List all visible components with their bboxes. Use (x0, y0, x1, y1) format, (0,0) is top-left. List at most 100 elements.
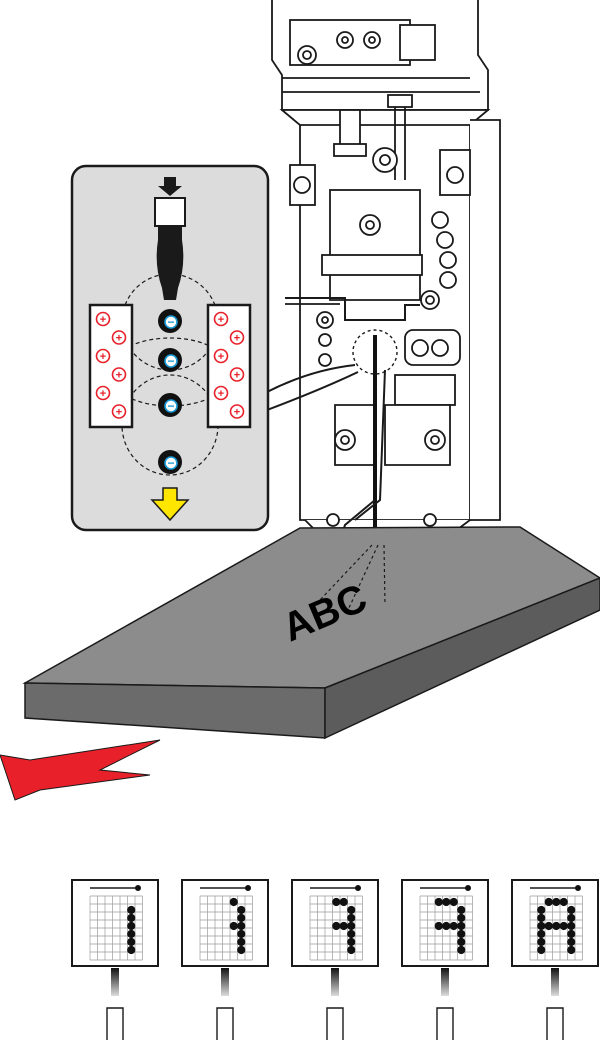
matrix-dot (559, 921, 568, 931)
matrix-dot (332, 897, 341, 907)
matrix-dot (457, 945, 466, 955)
negative-charge-icon (164, 399, 178, 413)
matrix-dot (537, 905, 546, 915)
ink-jet-stem (551, 968, 559, 996)
matrix-dot (537, 921, 546, 931)
positive-charge-icon: + (111, 330, 127, 345)
matrix-dot (347, 929, 356, 939)
matrix-dot (237, 913, 246, 923)
charged-droplets: −−−− (158, 309, 182, 474)
positive-charge-symbol: + (218, 388, 224, 400)
positive-charge-icon: + (111, 404, 127, 419)
matrix-dot (559, 897, 568, 907)
substrate (22, 526, 600, 740)
positive-charge-symbol: + (100, 351, 106, 363)
positive-charge-icon: + (95, 311, 111, 327)
substrate-side (324, 577, 600, 740)
matrix-dot (567, 921, 576, 931)
matrix-dot (332, 921, 341, 931)
dot-matrix-step-5 (511, 879, 599, 1040)
matrix-dot (567, 929, 576, 939)
matrix-dot (544, 921, 553, 931)
trajectory-lines (319, 544, 386, 611)
ink-jet-stem (111, 968, 119, 996)
matrix-dot (457, 913, 466, 923)
matrix-dot (347, 921, 356, 931)
positive-charge-icon: + (213, 385, 229, 401)
positive-charge-icon: + (111, 367, 127, 382)
negative-charge-icon (164, 456, 178, 470)
negative-charge-icon (164, 354, 178, 368)
positive-charge-symbol: + (116, 407, 122, 419)
matrix-dot (237, 905, 246, 915)
matrix-dot (567, 937, 576, 947)
left-charge-plate: + + + + + + (88, 303, 134, 429)
positive-charge-icon: + (229, 330, 245, 345)
ink-jet-stem (221, 968, 229, 996)
matrix-dot (567, 913, 576, 923)
matrix-dot (434, 921, 443, 931)
matrix-dot (567, 945, 576, 955)
positive-charge-icon: + (213, 311, 229, 327)
matrix-dot (442, 921, 451, 931)
negative-charge-symbol: − (167, 354, 174, 368)
nozzle-outline (216, 1007, 234, 1040)
matrix-dot (347, 913, 356, 923)
pressure-arrow-icon (158, 177, 182, 196)
positive-charge-symbol: + (234, 333, 240, 345)
gutter-tube (354, 369, 386, 521)
ink-jet-stem (331, 968, 339, 996)
matrix-dot (127, 913, 136, 923)
positive-charge-icon: + (213, 348, 229, 364)
matrix-dot (127, 921, 136, 931)
matrix-dot (457, 929, 466, 939)
positive-charge-symbol: + (116, 333, 122, 345)
down-arrow-icon (150, 487, 190, 522)
matrix-dot (537, 945, 546, 955)
positive-charge-symbol: + (218, 351, 224, 363)
dot-matrix-step-1 (71, 879, 159, 1040)
matrix-dot (339, 921, 348, 931)
right-charge-plate: + + + + + + (206, 303, 252, 429)
matrix-dot (347, 937, 356, 947)
matrix-dot (552, 897, 561, 907)
matrix-dot (537, 929, 546, 939)
charged-droplet: − (158, 393, 182, 417)
positive-charge-icon: + (95, 385, 111, 401)
print-head-machine (271, 0, 501, 571)
positive-charge-symbol: + (218, 314, 224, 326)
dot-matrix-step-4 (401, 879, 489, 1040)
positive-charge-symbol: + (234, 370, 240, 382)
positive-charge-symbol: + (100, 314, 106, 326)
detail-focus-circle (352, 329, 398, 375)
nozzle-outline (326, 1007, 344, 1040)
positive-charge-symbol: + (234, 407, 240, 419)
matrix-dot (127, 905, 136, 915)
matrix-dot (237, 937, 246, 947)
positive-charge-icon: + (229, 367, 245, 382)
callout-pointer (266, 364, 356, 393)
positive-charge-symbol: + (116, 370, 122, 382)
dot-matrix-step-2 (181, 879, 269, 1040)
negative-charge-icon (164, 315, 178, 329)
matrix-dot (347, 905, 356, 915)
negative-charge-symbol: − (167, 456, 174, 470)
matrix-dot (552, 921, 561, 931)
matrix-dot (544, 897, 553, 907)
nozzle-outline (106, 1007, 124, 1040)
matrix-dot (127, 929, 136, 939)
matrix-dot (449, 897, 458, 907)
matrix-grid (199, 895, 253, 961)
matrix-dot (127, 945, 136, 955)
negative-charge-symbol: − (167, 399, 174, 413)
matrix-dot (457, 921, 466, 931)
matrix-dot (567, 905, 576, 915)
charge-plates: + + + + + + + + + + + + (88, 303, 252, 429)
matrix-dot (237, 921, 246, 931)
nozzle-body (154, 197, 186, 227)
positive-charge-icon: + (95, 348, 111, 364)
matrix-dot (237, 945, 246, 955)
matrix-dot (339, 897, 348, 907)
dot-matrix-steps (71, 879, 599, 1040)
